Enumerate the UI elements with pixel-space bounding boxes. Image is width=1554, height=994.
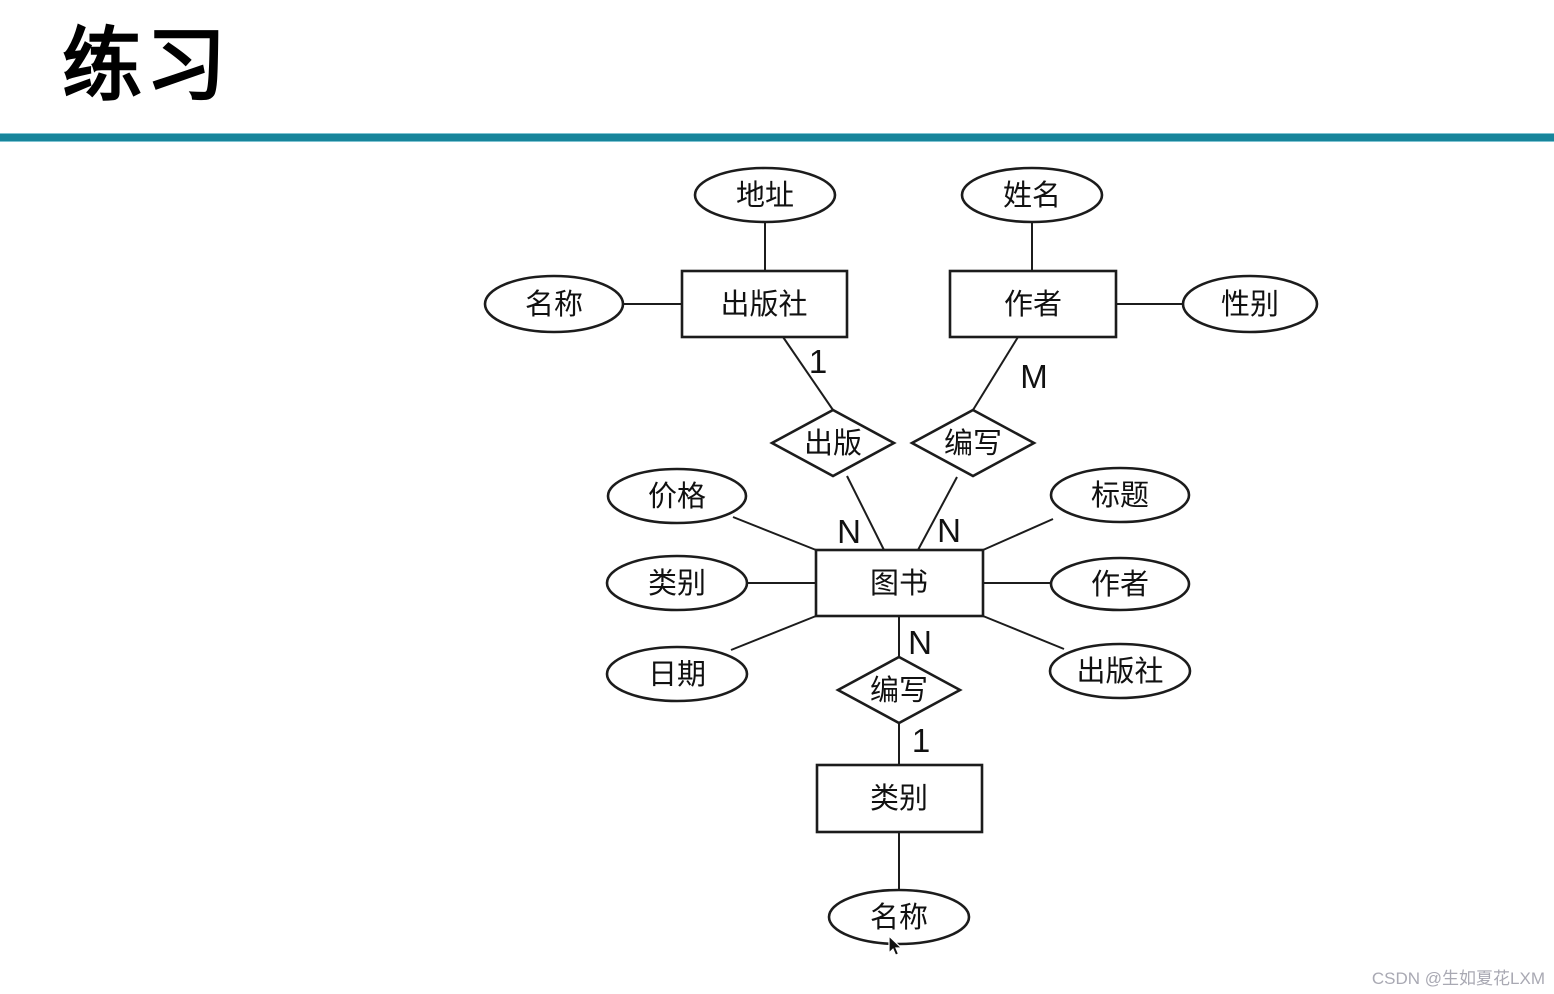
attribute-name: 姓名 <box>960 166 1104 224</box>
entity-author: 作者 <box>948 269 1118 339</box>
attribute-date: 日期 <box>605 645 749 703</box>
entity-book: 图书 <box>814 548 985 618</box>
title-divider <box>0 134 1554 141</box>
attribute-label: 出版社 <box>1076 655 1163 688</box>
line-publish-book <box>846 475 885 551</box>
attribute-pub-name: 名称 <box>483 274 625 334</box>
attribute-label: 标题 <box>1091 479 1149 512</box>
cardinality-category-one: 1 <box>912 722 930 759</box>
relationship-label: 编写 <box>870 674 928 707</box>
connector-lines <box>623 222 1183 890</box>
attribute-label: 类别 <box>648 567 706 600</box>
line-date-book <box>730 615 817 651</box>
line-price-book <box>732 516 817 551</box>
attribute-label: 价格 <box>648 480 706 513</box>
attribute-book-publisher: 出版社 <box>1048 642 1192 700</box>
line-author-writetop <box>972 336 1019 411</box>
relationship-publish: 出版 <box>769 408 897 478</box>
entity-label: 作者 <box>1004 288 1062 321</box>
arrow-pointer-icon <box>888 934 903 956</box>
attribute-label: 日期 <box>648 659 706 691</box>
entity-label: 图书 <box>870 567 928 600</box>
attribute-book-author: 作者 <box>1049 556 1191 612</box>
entity-category: 类别 <box>815 763 984 834</box>
attribute-label: 名称 <box>870 901 928 934</box>
cardinality-book-n-right: N <box>937 512 961 549</box>
line-book-title <box>982 518 1054 551</box>
attribute-category-name: 名称 <box>827 888 971 946</box>
cardinality-labels: 1 M N N N 1 <box>809 343 1048 759</box>
entity-publisher: 出版社 <box>680 269 849 339</box>
attribute-title: 标题 <box>1049 466 1191 524</box>
line-book-bookpublisher <box>982 615 1065 650</box>
cardinality-book-n-bottom: N <box>908 624 932 661</box>
page-title: 练习 <box>62 21 230 110</box>
attribute-book-category: 类别 <box>605 554 749 612</box>
line-publisher-publish <box>782 336 834 411</box>
attribute-gender: 性别 <box>1181 274 1319 334</box>
attribute-label: 名称 <box>525 288 583 321</box>
relationship-write-top: 编写 <box>909 408 1037 478</box>
attribute-label: 地址 <box>736 179 794 212</box>
cardinality-book-n-left: N <box>837 513 861 550</box>
attribute-label: 性别 <box>1221 288 1279 321</box>
line-writetop-book <box>917 476 958 551</box>
attribute-label: 姓名 <box>1003 179 1061 212</box>
cardinality-author-m: M <box>1020 358 1048 395</box>
attribute-price: 价格 <box>606 467 748 525</box>
cardinality-publisher-one: 1 <box>809 343 827 380</box>
attribute-label: 作者 <box>1091 568 1149 601</box>
watermark: CSDN @生如夏花LXM <box>1371 969 1545 988</box>
attribute-address: 地址 <box>693 166 837 224</box>
relationship-label: 出版 <box>804 427 862 460</box>
entity-label: 类别 <box>870 782 928 815</box>
entity-label: 出版社 <box>720 288 807 321</box>
relationship-write-bottom: 编写 <box>835 655 963 725</box>
relationship-label: 编写 <box>944 427 1002 460</box>
